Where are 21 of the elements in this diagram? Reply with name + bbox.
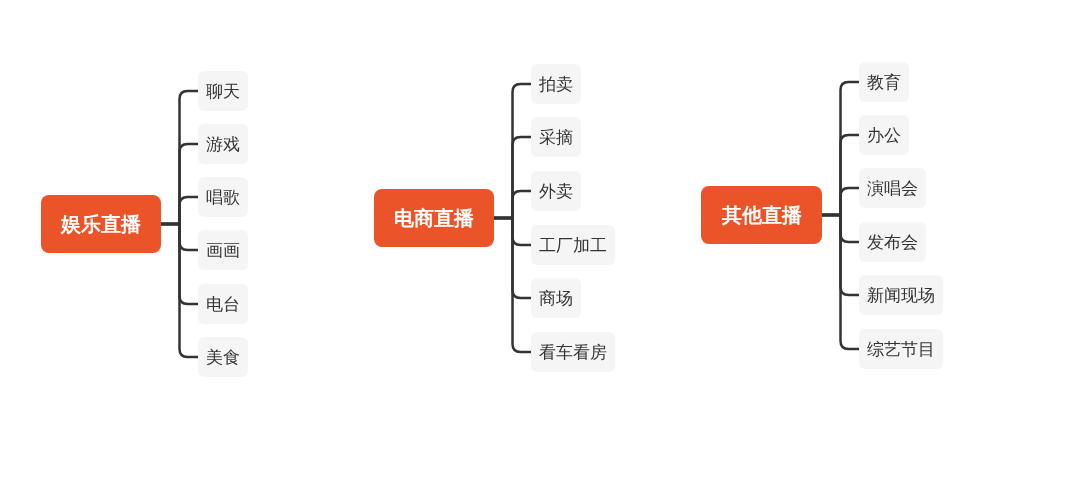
subtopic-box: 看车看房 bbox=[531, 332, 615, 372]
subtopic-box: 聊天 bbox=[198, 71, 248, 111]
subtopic-box: 发布会 bbox=[859, 222, 926, 262]
topic-box: 电商直播 bbox=[374, 189, 494, 247]
subtopic-box: 综艺节目 bbox=[859, 329, 943, 369]
topic-box: 娱乐直播 bbox=[41, 195, 161, 253]
subtopic-box: 画画 bbox=[198, 230, 248, 270]
subtopic-box: 商场 bbox=[531, 278, 581, 318]
subtopic-box: 电台 bbox=[198, 284, 248, 324]
subtopic-box: 工厂加工 bbox=[531, 225, 615, 265]
subtopic-box: 新闻现场 bbox=[859, 275, 943, 315]
topic-box: 其他直播 bbox=[701, 186, 822, 244]
subtopic-box: 唱歌 bbox=[198, 177, 248, 217]
subtopic-box: 外卖 bbox=[531, 171, 581, 211]
subtopic-box: 游戏 bbox=[198, 124, 248, 164]
subtopic-box: 教育 bbox=[859, 62, 909, 102]
subtopic-box: 拍卖 bbox=[531, 64, 581, 104]
subtopic-box: 演唱会 bbox=[859, 168, 926, 208]
subtopic-box: 美食 bbox=[198, 337, 248, 377]
subtopic-box: 采摘 bbox=[531, 117, 581, 157]
subtopic-box: 办公 bbox=[859, 115, 909, 155]
